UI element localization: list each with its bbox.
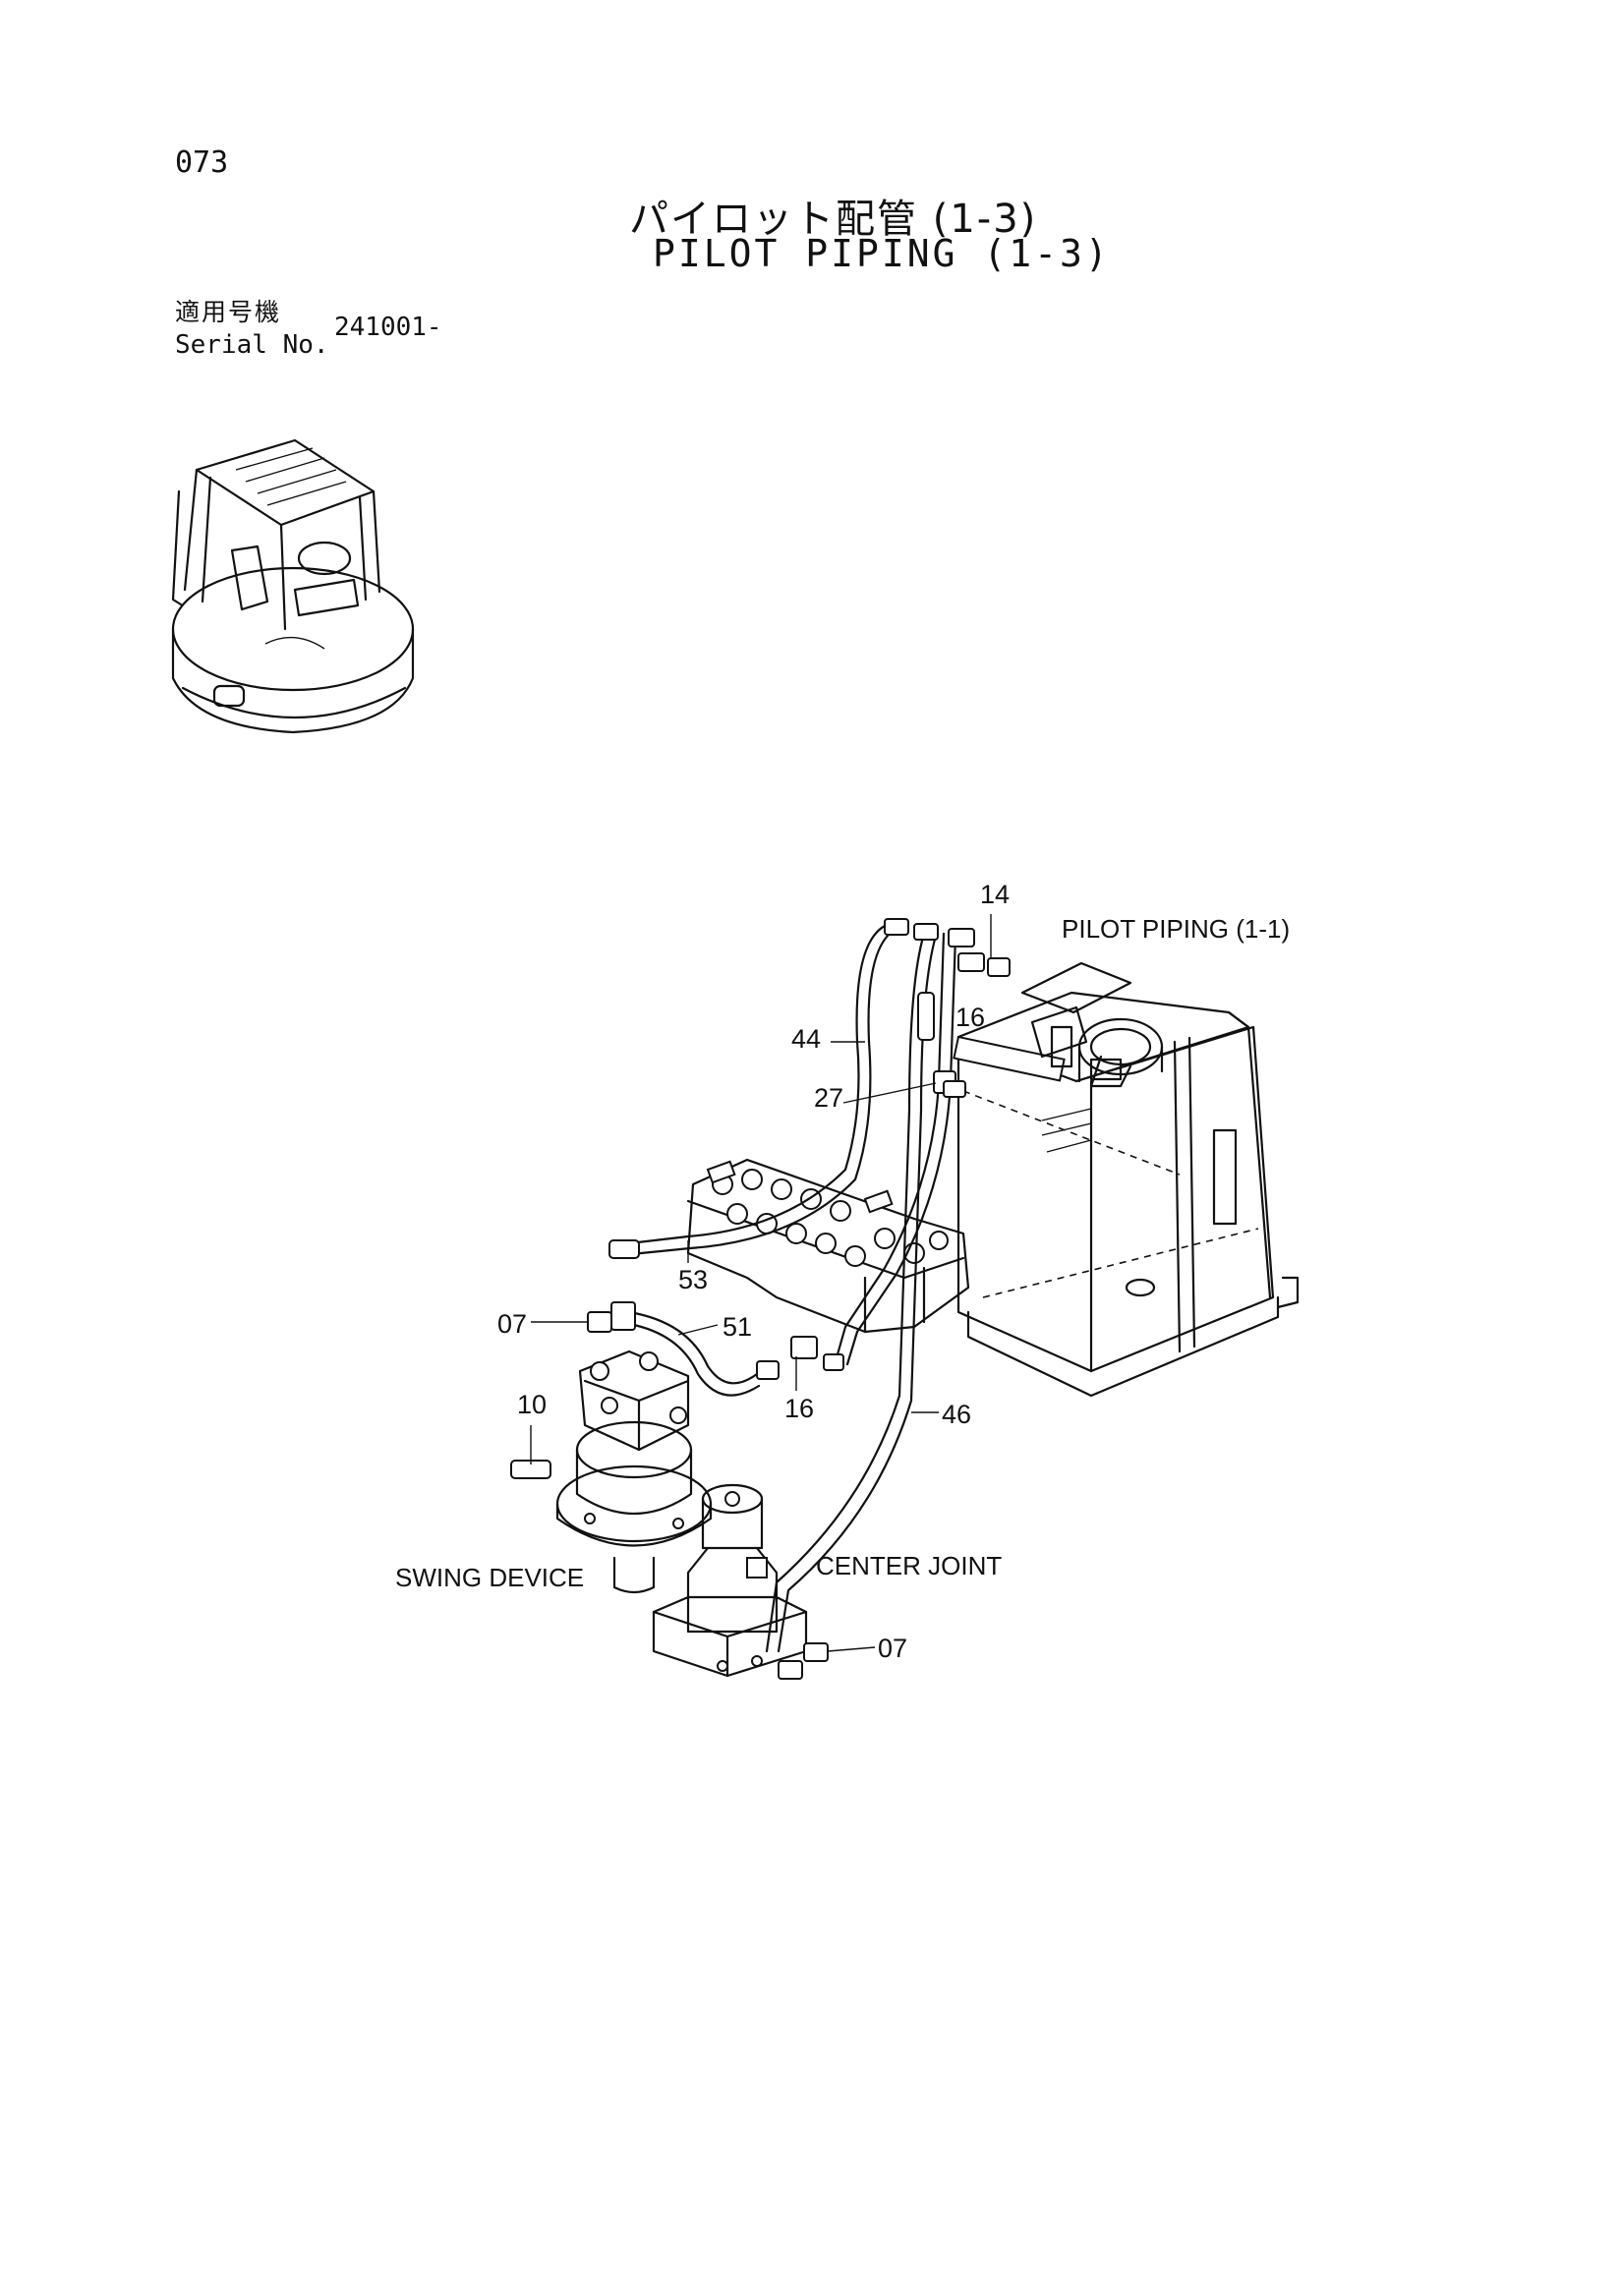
serial-label-en: Serial No. <box>175 330 329 360</box>
callout-16: 16 <box>955 1003 986 1032</box>
fitting-elbow <box>823 1353 844 1371</box>
center-joint <box>652 1483 808 1678</box>
fitting-elbow <box>587 1311 612 1333</box>
callout-14: 14 <box>980 880 1011 909</box>
fitting-elbow <box>778 1660 803 1680</box>
fitting-adapter <box>943 1080 966 1098</box>
hose-27 <box>834 932 957 1366</box>
callout-27: 27 <box>814 1083 844 1113</box>
fitting-tee <box>790 1336 818 1359</box>
excavator-thumbnail <box>171 438 415 734</box>
leader-lines <box>530 914 992 1652</box>
page-title-jp: パイロット配管 (1-3) <box>629 197 1038 242</box>
fitting-connector <box>948 928 975 947</box>
fitting-tee <box>756 1360 780 1380</box>
callout-44: 44 <box>791 1024 822 1054</box>
pilot-piping-reference-label: PILOT PIPING (1-1) <box>1062 914 1291 944</box>
fitting-elbow <box>884 918 909 936</box>
callout-16-lower: 16 <box>784 1394 815 1423</box>
serial-label-jp: 適用号機 <box>175 298 282 326</box>
page-title-en: PILOT PIPING (1-3) <box>653 232 1111 275</box>
hose-46 <box>765 932 938 1653</box>
callout-10: 10 <box>517 1390 548 1419</box>
callout-07-swing: 07 <box>497 1309 528 1339</box>
fitting-elbow <box>913 923 939 941</box>
callout-46: 46 <box>942 1400 972 1429</box>
center-joint-label: CENTER JOINT <box>816 1551 1003 1580</box>
fitting-adapter <box>987 957 1011 977</box>
fitting-elbow <box>610 1301 636 1331</box>
fitting-elbow <box>803 1642 829 1662</box>
hose-51 <box>627 1310 761 1397</box>
fitting-tee <box>957 952 985 972</box>
callout-51: 51 <box>723 1312 753 1342</box>
callout-53: 53 <box>678 1265 709 1294</box>
serial-value: 241001- <box>334 313 442 342</box>
page-number: 073 <box>175 145 229 180</box>
swing-device-label: SWING DEVICE <box>395 1563 585 1592</box>
hydraulic-tank <box>953 961 1300 1398</box>
callout-07-center: 07 <box>878 1634 908 1663</box>
hose-44 <box>608 924 897 1259</box>
swing-device <box>510 1349 713 1594</box>
